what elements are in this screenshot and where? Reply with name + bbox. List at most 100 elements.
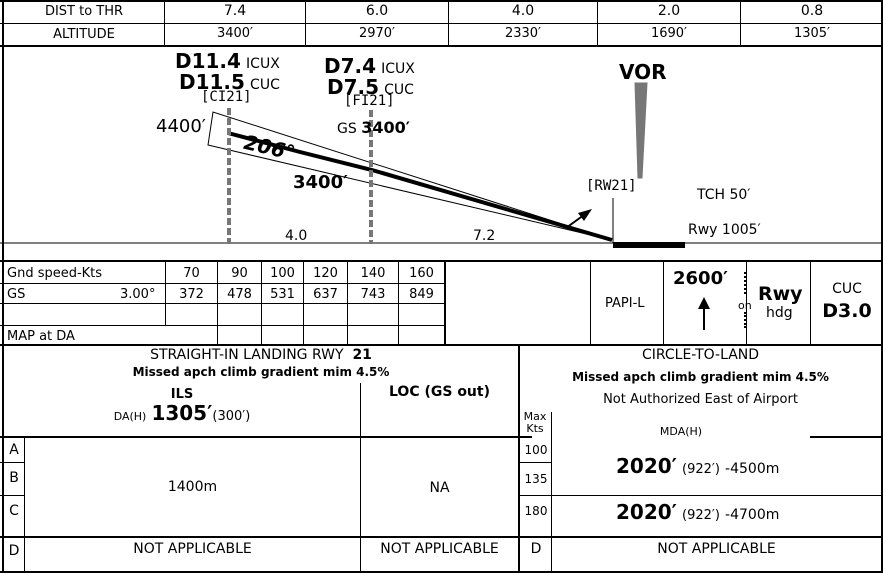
da-height: (300′) — [212, 409, 251, 424]
gs-row-label: GS — [7, 287, 26, 302]
runway-elevation: Rwy 1005′ — [688, 222, 761, 238]
ils-visibility: 1400m — [167, 479, 218, 495]
fix-fi21-nav2: CUC — [384, 82, 414, 98]
alt-cell: 3400′ — [216, 26, 254, 41]
circle-missed-gradient: Missed apch climb gradient mim 4.5% — [572, 370, 829, 384]
circle-vis-c: -4700m — [725, 507, 780, 523]
speed-cell: 140 — [360, 266, 386, 281]
gs-label: GS — [337, 121, 357, 137]
segment-distance-1: 4.0 — [285, 228, 308, 244]
up-arrow-icon — [698, 297, 710, 330]
alt-cell: 2330′ — [504, 26, 542, 41]
rwy-heading-label: Rwy — [758, 283, 803, 305]
procedure-altitude: 2600′ — [673, 268, 728, 289]
gs-angle: 3.00° — [120, 287, 156, 302]
alt-cell: 1305′ — [793, 26, 831, 41]
missed-approach-arrowhead — [578, 209, 592, 221]
loc-visibility: NA — [429, 480, 450, 496]
ils-cat-d-na: NOT APPLICABLE — [133, 541, 252, 557]
alt-cell: 1690′ — [650, 26, 688, 41]
rate-cell: 478 — [227, 287, 252, 302]
on-label: on — [738, 299, 752, 312]
category-b: B — [9, 470, 19, 486]
circle-minima-c: 2020′ (922′) -4700m — [616, 500, 779, 524]
fix-fi21-nav1: ICUX — [381, 61, 415, 77]
dist-cell: 6.0 — [365, 3, 389, 19]
category-d: D — [8, 543, 20, 559]
circle-speed-a: 100 — [524, 443, 548, 457]
circle-vis-ab: -4500m — [725, 461, 780, 477]
loc-cat-d-na: NOT APPLICABLE — [380, 541, 499, 557]
rate-cell: 531 — [270, 287, 295, 302]
fix-fi21-dme1: D7.4 — [324, 54, 377, 78]
gs-intercept-label: GS 3400′ — [337, 118, 410, 137]
rw21-fix: [RW21] — [586, 178, 637, 194]
straight-in-rwy: 21 — [352, 347, 372, 363]
straight-in-title-text: STRAIGHT-IN LANDING RWY — [150, 347, 344, 363]
fix-ci21-label: D11.4 ICUX — [175, 49, 280, 73]
circle-speed-b: 135 — [524, 472, 548, 486]
dist-to-thr-label: DIST to THR — [44, 4, 124, 19]
cuc-dme: D3.0 — [822, 300, 872, 322]
speed-cell: 160 — [409, 266, 434, 281]
rate-cell: 372 — [179, 287, 204, 302]
segment-distance-2: 7.2 — [473, 228, 496, 244]
straight-in-title: STRAIGHT-IN LANDING RWY 21 — [4, 347, 518, 363]
speed-cell: 120 — [313, 266, 338, 281]
fix-ci21-nav2: CUC — [250, 77, 280, 93]
dist-cell: 7.4 — [223, 3, 247, 19]
approach-envelope — [207, 111, 613, 241]
da-value: 1305′ — [151, 401, 213, 425]
fix-fi21-label-2: D7.5 CUC — [327, 75, 414, 99]
category-c: C — [9, 503, 19, 519]
descent-path — [227, 131, 613, 242]
rate-cell: 743 — [360, 287, 386, 302]
max-kts-label: Max Kts — [523, 410, 547, 435]
category-a: A — [9, 442, 19, 458]
map-at-da-label: MAP at DA — [7, 329, 75, 344]
circle-category-d: D — [530, 541, 542, 557]
vor-pointer — [634, 82, 648, 179]
dist-cell: 0.8 — [800, 3, 824, 19]
speed-cell: 70 — [183, 266, 200, 281]
gnd-speed-label: Gnd speed-Kts — [7, 266, 103, 281]
fix-fi21-label: D7.4 ICUX — [324, 54, 415, 78]
speed-cell: 90 — [231, 266, 248, 281]
altitude-label: ALTITUDE — [53, 27, 115, 42]
circle-height-ab: (922′) — [682, 462, 720, 477]
straight-in-missed-gradient: Missed apch climb gradient mim 4.5% — [132, 365, 390, 379]
runway-symbol — [613, 242, 685, 248]
dist-cell: 4.0 — [511, 3, 535, 19]
circle-mda-c: 2020′ — [616, 500, 677, 524]
fix-ci21-dme2: D11.5 — [179, 70, 245, 94]
fix-ci21-dme1: D11.4 — [175, 49, 241, 73]
gs-altitude: 3400′ — [361, 118, 410, 137]
circle-speed-c: 180 — [524, 504, 548, 518]
fix-ci21-label-2: D11.5 CUC — [179, 70, 280, 94]
fix-fi21-dme2: D7.5 — [327, 75, 380, 99]
vor-label: VOR — [619, 60, 667, 84]
cuc-label: CUC — [832, 281, 862, 297]
rate-cell: 849 — [409, 287, 434, 302]
papi-label: PAPI-L — [605, 296, 645, 311]
tch-label: TCH 50′ — [697, 187, 751, 203]
circle-restriction: Not Authorized East of Airport — [603, 392, 798, 407]
fix-ci21-name: [CI21] — [201, 89, 252, 105]
speed-cell: 100 — [270, 266, 295, 281]
alt-4400-label: 4400′ — [156, 116, 206, 137]
da-label: DA(H) — [113, 410, 147, 423]
da-line: DA(H) 1305′(300′) — [4, 401, 360, 425]
circle-mda-ab: 2020′ — [616, 454, 677, 478]
ils-label: ILS — [170, 387, 194, 402]
alt-cell: 2970′ — [358, 26, 396, 41]
circle-height-c: (922′) — [682, 508, 720, 523]
mda-label: MDA(H) — [552, 425, 810, 438]
loc-gs-out-label: LOC (GS out) — [389, 384, 490, 400]
fix-fi21-name: [FI21] — [344, 93, 395, 109]
dist-cell: 2.0 — [657, 3, 681, 19]
profile-drawing — [0, 82, 883, 262]
circle-title: CIRCLE-TO-LAND — [641, 347, 760, 363]
circle-cat-d-na: NOT APPLICABLE — [657, 541, 776, 557]
alt-3400-label: 3400′ — [293, 172, 348, 193]
fix-ci21-nav1: ICUX — [246, 56, 280, 72]
